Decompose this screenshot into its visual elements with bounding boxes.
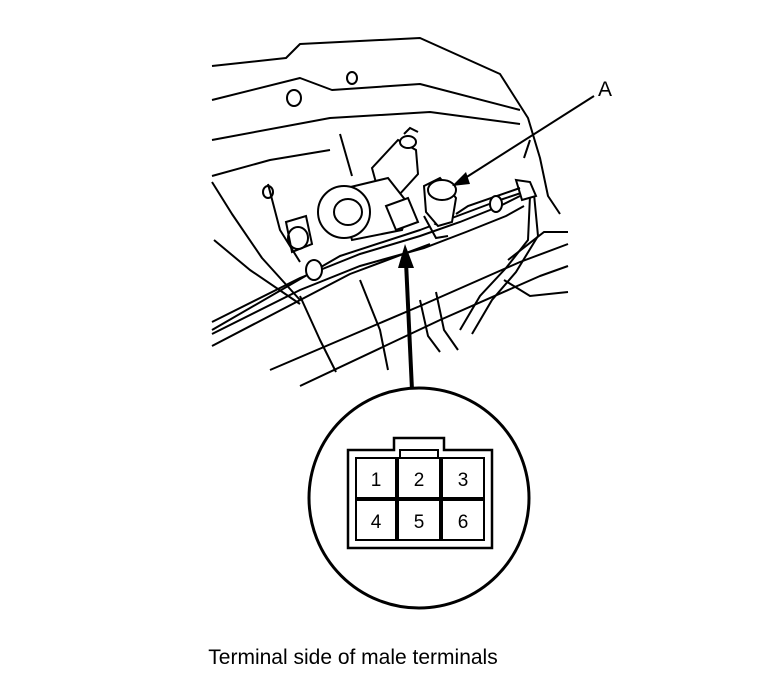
- pin-label-1: 1: [371, 470, 382, 491]
- connector-pointer-arrow: [398, 244, 414, 391]
- wire-harness: [211, 139, 569, 353]
- callout-label-a: A: [598, 78, 612, 101]
- window-motor: [317, 126, 420, 242]
- pin-label-6: 6: [458, 512, 469, 533]
- pin-label-4: 4: [371, 512, 382, 533]
- door-panel: [211, 37, 569, 387]
- motor-connector-a: [422, 176, 458, 240]
- panel-holes: [262, 71, 358, 254]
- pin-label-2: 2: [414, 470, 425, 491]
- pin-label-3: 3: [458, 470, 469, 491]
- callout-a-leader: [452, 95, 595, 186]
- connector-pin-grid: [355, 449, 485, 541]
- diagram-caption: Terminal side of male terminals: [208, 646, 498, 669]
- connector-detail-view: 1 2 3 4 5 6: [307, 386, 531, 610]
- pin-label-5: 5: [414, 512, 425, 533]
